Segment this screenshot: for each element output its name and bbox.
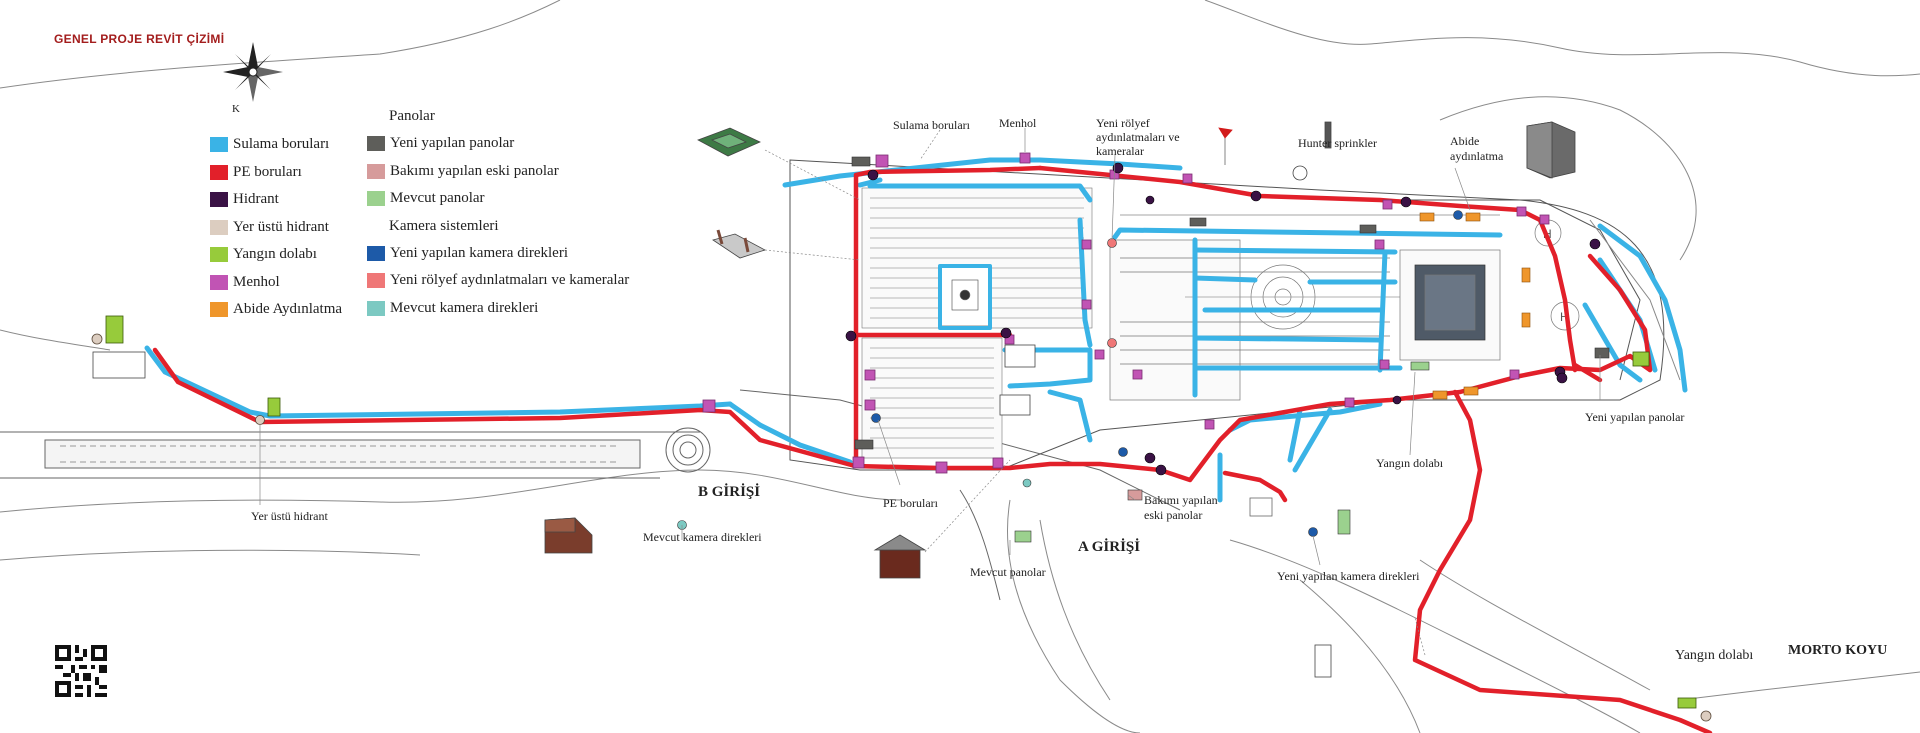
label-menhol: Menhol bbox=[999, 116, 1037, 130]
page-title: GENEL PROJE REVİT ÇİZİMİ bbox=[54, 32, 225, 46]
legend-swatch bbox=[367, 273, 385, 289]
label-bakim: Bakımı yapılan eski panolar bbox=[1144, 493, 1218, 522]
legend-swatch bbox=[210, 192, 228, 208]
label-pe: PE boruları bbox=[883, 496, 938, 510]
hidrant-markers bbox=[845, 162, 1601, 476]
surface-hydrant-markers bbox=[91, 333, 1712, 722]
label-b-girisi: B GİRİŞİ bbox=[698, 484, 761, 500]
legend-swatch bbox=[210, 274, 228, 290]
irrigation-pipes bbox=[144, 157, 1688, 503]
label-yeni-kamera: Yeni yapılan kamera direkleri bbox=[1277, 569, 1420, 583]
legend-right: Panolar Yeni yapılan panolar Bakımı yapı… bbox=[367, 103, 629, 322]
label-yangin-dolabi: Yangın dolabı bbox=[1376, 456, 1444, 470]
label-yangin-dolabi-bottom: Yangın dolabı bbox=[1675, 648, 1754, 663]
legend-item: Mevcut kamera direkleri bbox=[367, 295, 629, 323]
legend-swatch bbox=[367, 191, 385, 207]
panel-markers bbox=[851, 156, 1610, 543]
label-rolyef: Yeni rölyef aydınlatmaları ve kameralar bbox=[1096, 116, 1180, 158]
label-abide: Abide aydınlatma bbox=[1450, 134, 1504, 163]
legend-item: Bakımı yapılan eski panolar bbox=[367, 158, 629, 186]
abide-lights bbox=[1419, 212, 1531, 400]
label-mevcut-panolar: Mevcut panolar bbox=[970, 565, 1046, 579]
legend-item: Yangın dolabı bbox=[210, 241, 342, 269]
legend-swatch bbox=[210, 219, 228, 235]
legend-item: PE boruları bbox=[210, 159, 342, 187]
qr-code-icon bbox=[55, 645, 107, 697]
legend-swatch bbox=[367, 136, 385, 152]
legend-item: Yeni yapılan kamera direkleri bbox=[367, 240, 629, 268]
legend-swatch bbox=[210, 164, 228, 180]
grave-grid bbox=[861, 187, 1093, 459]
legend-item: Yeni rölyef aydınlatmaları ve kameralar bbox=[367, 267, 629, 295]
legend-swatch bbox=[367, 245, 385, 261]
camera-markers bbox=[677, 210, 1463, 537]
legend-swatch bbox=[367, 300, 385, 316]
label-mevcut-kamera: Mevcut kamera direkleri bbox=[643, 530, 762, 544]
legend-item: Abide Aydınlatma bbox=[210, 296, 342, 324]
legend-item: Menhol bbox=[210, 269, 342, 297]
legend-swatch bbox=[367, 163, 385, 179]
legend-left: Sulama boruları PE boruları Hidrant Yer … bbox=[210, 131, 342, 324]
legend-item: Sulama boruları bbox=[210, 131, 342, 159]
legend-item: Yeni yapılan panolar bbox=[367, 130, 629, 158]
legend-swatch bbox=[210, 247, 228, 263]
leader-lines bbox=[259, 128, 1601, 656]
legend-swatch bbox=[210, 137, 228, 153]
legend-item: Yer üstü hidrant bbox=[210, 214, 342, 242]
compass-rose-icon bbox=[223, 42, 283, 102]
fire-cabinet-markers bbox=[105, 315, 1697, 709]
building-illustrations bbox=[92, 121, 1576, 678]
svg-text:H: H bbox=[1560, 310, 1569, 324]
label-yer-ustu: Yer üstü hidrant bbox=[251, 509, 328, 523]
compass-north-label: K bbox=[232, 103, 240, 115]
monument-area: H H bbox=[1109, 214, 1580, 401]
legend-heading-panolar: Panolar bbox=[389, 108, 435, 124]
label-yeni-panolar: Yeni yapılan panolar bbox=[1585, 410, 1685, 424]
label-a-girisi: A GİRİŞİ bbox=[1078, 539, 1141, 555]
label-morto-koyu: MORTO KOYU bbox=[1788, 643, 1888, 658]
legend-item: Hidrant bbox=[210, 186, 342, 214]
label-hunter: Hunter sprinkler bbox=[1298, 136, 1377, 150]
legend-swatch bbox=[210, 302, 228, 318]
label-sulama: Sulama boruları bbox=[893, 118, 970, 132]
legend-item: Mevcut panolar bbox=[367, 185, 629, 213]
legend-heading-kamera: Kamera sistemleri bbox=[389, 217, 499, 234]
